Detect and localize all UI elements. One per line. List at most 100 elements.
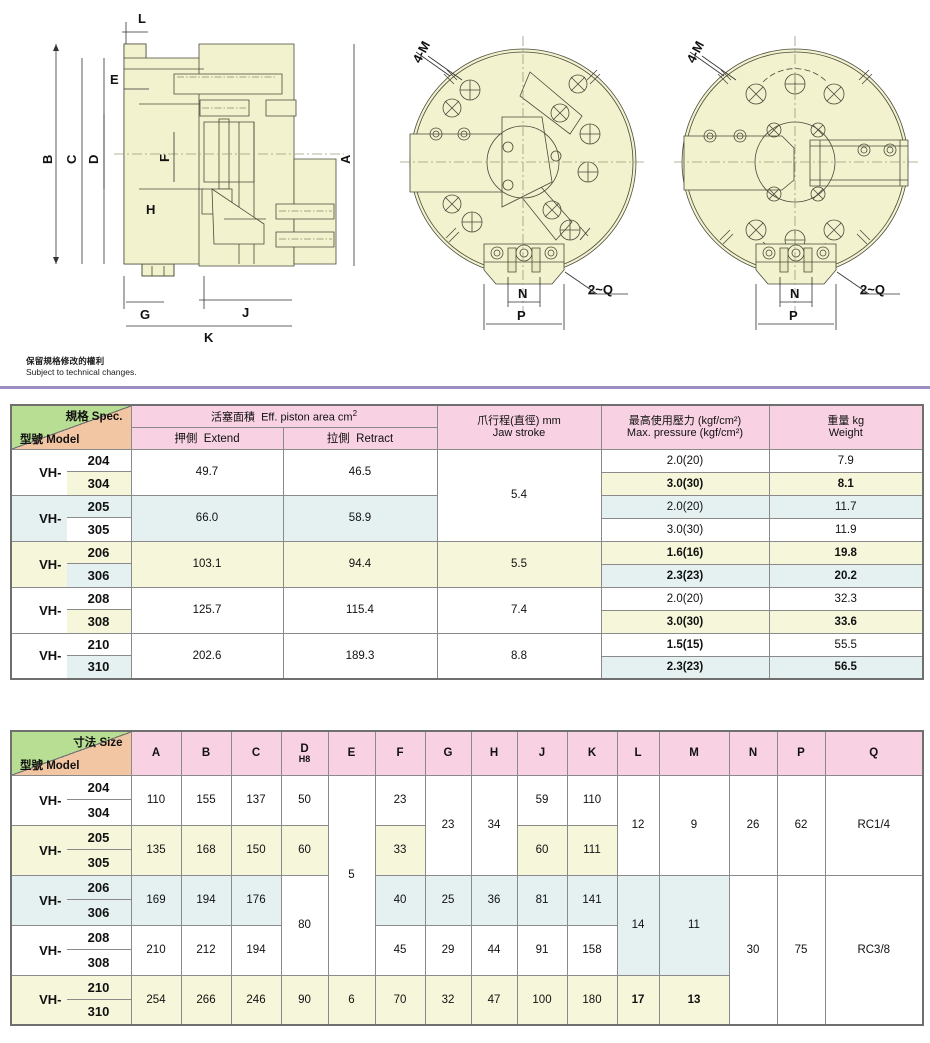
model-number-top: 206 — [66, 541, 131, 564]
cell-K: 180 — [566, 974, 618, 1026]
cell-N-span: 30 — [728, 874, 778, 1026]
disclaimer: 保留規格修改的權利 Subject to technical changes. — [26, 356, 137, 377]
header-jaw-stroke-en: Jaw stroke — [492, 427, 546, 440]
model-number-top: 210 — [66, 633, 131, 656]
cell-weight: 55.5 — [768, 632, 924, 657]
model-number-top: 204 — [66, 775, 131, 800]
cell-J: 60 — [516, 824, 568, 876]
header-retract-zh: 拉側 — [326, 433, 350, 445]
dim-label-A: A — [338, 154, 353, 164]
model-number-top: 210 — [66, 975, 131, 1000]
cell-retract: 58.9 — [282, 494, 438, 542]
model-number-top: 208 — [66, 587, 131, 610]
cell-D: 50 — [280, 774, 329, 826]
cell-K: 110 — [566, 774, 618, 826]
model-number-bottom: 308 — [66, 610, 131, 633]
header-piston-area: 活塞面積 Eff. piston area cm2 — [130, 404, 438, 428]
header-col-A: A — [130, 730, 182, 776]
cell-G: 29 — [424, 924, 472, 976]
model-prefix: VH- — [39, 556, 62, 572]
table-row: 3.0(30) 11.9 — [11, 517, 924, 542]
cell-pressure: 2.0(20) — [600, 586, 770, 611]
model-cell-208: VH- 208 308 — [10, 924, 132, 976]
cell-Q-span: RC1/4 — [824, 774, 924, 876]
model-cell-210: VH- 210 310 — [10, 632, 132, 680]
header-col-N: N — [728, 730, 778, 776]
cell-C: 194 — [230, 924, 282, 976]
cell-retract: 189.3 — [282, 632, 438, 680]
model-number-top: 206 — [66, 875, 131, 900]
cross-section-view: L E B C D F A H G J K — [40, 14, 355, 344]
header-col-D: D H8 — [280, 730, 329, 776]
cell-extend: 202.6 — [130, 632, 284, 680]
dim-label-N: N — [790, 286, 799, 301]
cell-M-span: 9 — [658, 774, 730, 876]
cell-L: 17 — [616, 974, 660, 1026]
corner-header-cell: 寸法 Size 型號 Model — [10, 730, 132, 776]
header-extend: 押側 Extend — [130, 426, 284, 450]
model-prefix: VH- — [39, 992, 62, 1008]
header-piston-area-zh: 活塞面積 — [210, 411, 255, 424]
cell-pressure: 2.3(23) — [600, 655, 770, 680]
cell-N-span: 26 — [728, 774, 778, 876]
cell-G-span: 23 — [424, 774, 472, 876]
cell-J: 91 — [516, 924, 568, 976]
header-piston-area-sup: 2 — [352, 408, 358, 418]
model-prefix: VH- — [39, 648, 62, 664]
cell-C: 246 — [230, 974, 282, 1026]
cell-B: 155 — [180, 774, 232, 826]
header-extend-en: Extend — [203, 433, 240, 445]
header-max-pressure-en: Max. pressure (kgf/cm²) — [626, 427, 744, 440]
model-number-bottom: 304 — [66, 800, 131, 825]
table-row: VH- 204 304 49.7 46.5 5.4 2.0(20) 7.9 — [10, 448, 924, 542]
model-number-bottom: 304 — [66, 472, 131, 495]
disclaimer-zh: 保留規格修改的權利 — [26, 356, 105, 366]
table-row: 3.0(30) 33.6 — [11, 609, 924, 634]
cell-P-span: 62 — [776, 774, 826, 876]
disclaimer-en: Subject to technical changes. — [26, 366, 137, 377]
model-prefix: VH- — [39, 510, 62, 526]
cell-H: 36 — [470, 874, 518, 926]
cell-A: 210 — [130, 924, 182, 976]
cell-extend: 66.0 — [130, 494, 284, 542]
dim-label-K: K — [204, 330, 214, 344]
corner-header-cell: 規格 Spec. 型號 Model — [10, 404, 132, 450]
header-col-P: P — [776, 730, 826, 776]
cell-A: 254 — [130, 974, 182, 1026]
cell-L-span: 14 — [616, 874, 660, 976]
cell-H: 47 — [470, 974, 518, 1026]
dim-label-L: L — [138, 14, 146, 26]
cell-pressure: 2.3(23) — [600, 563, 770, 588]
cell-B: 168 — [180, 824, 232, 876]
dim-label-C: C — [64, 154, 79, 164]
model-number-bottom: 310 — [66, 999, 131, 1024]
model-prefix: VH- — [39, 792, 62, 808]
table-row: VH- 204 304 110 155 137 50 5 23 23 34 59… — [10, 774, 924, 976]
cell-E: 6 — [327, 974, 376, 1026]
model-prefix: VH- — [39, 892, 62, 908]
cell-retract: 115.4 — [282, 586, 438, 634]
corner-model-label: 型號 Model — [20, 759, 80, 772]
cell-M: 13 — [658, 974, 730, 1026]
model-number-top: 208 — [66, 925, 131, 950]
header-col-G: G — [424, 730, 472, 776]
dim-label-D: D — [86, 155, 101, 164]
model-number-bottom: 305 — [66, 518, 131, 541]
cell-retract: 94.4 — [282, 540, 438, 588]
cell-pressure: 2.0(20) — [600, 494, 770, 519]
dim-label-G: G — [140, 307, 150, 322]
header-col-L: L — [616, 730, 660, 776]
table-row: VH- 206 306 103.1 94.4 5.5 1.6(16) 19.8 — [10, 540, 924, 588]
table-header-row: 寸法 Size 型號 Model A B C D H8 E F G H J K … — [10, 730, 924, 776]
cell-pressure: 2.0(20) — [600, 448, 770, 473]
header-col-F: F — [374, 730, 426, 776]
header-extend-zh: 押側 — [174, 433, 198, 445]
callout-2-Q: 2~Q — [860, 282, 885, 297]
table-row: VH- 208 308 125.7 115.4 7.4 2.0(20) 32.3 — [10, 586, 924, 634]
header-weight-zh: 重量 kg — [827, 414, 865, 427]
model-number-bottom: 306 — [66, 564, 131, 587]
cell-retract: 46.5 — [282, 448, 438, 496]
table-row: VH- 206 306 169 194 176 80 40 25 36 81 1… — [10, 874, 924, 1026]
cell-J: 59 — [516, 774, 568, 826]
cell-C: 137 — [230, 774, 282, 826]
